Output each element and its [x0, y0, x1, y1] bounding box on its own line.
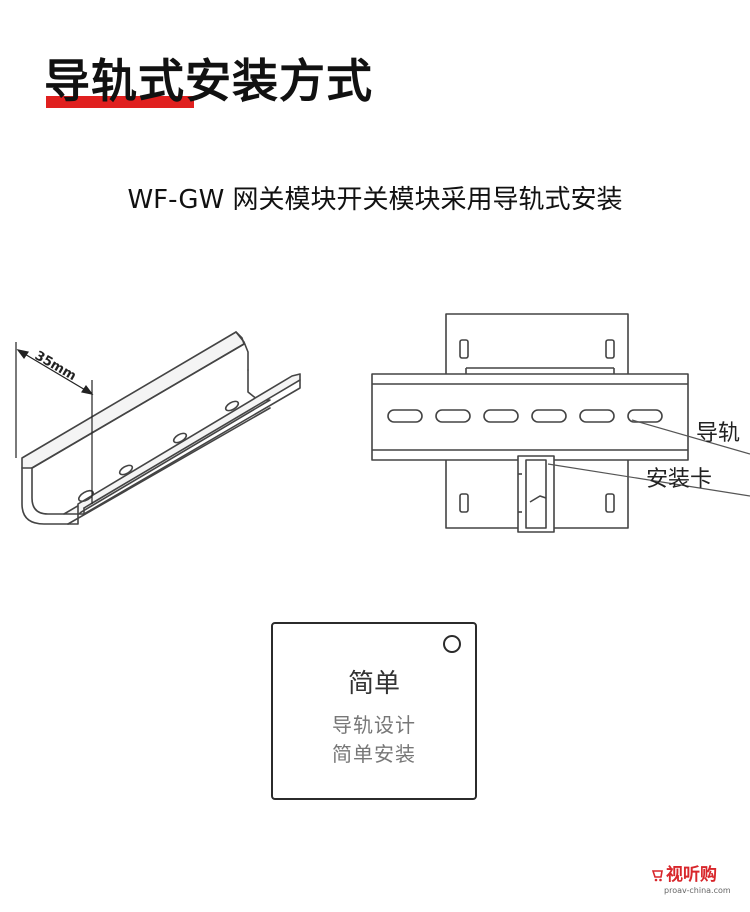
rail-slot [531, 409, 567, 423]
din-rail [371, 373, 689, 461]
rail-slot [627, 409, 663, 423]
module-mount-hole [459, 339, 469, 359]
rail-slot [224, 400, 240, 412]
rail-slot [172, 432, 188, 444]
watermark: 视听购 proav-china.com [652, 862, 734, 902]
cart-icon [652, 870, 663, 882]
rail-slot [483, 409, 519, 423]
module-mount-hole [459, 493, 469, 513]
card-line: 简单安装 [332, 742, 416, 766]
intro-text: WF-GW 网关模块开关模块采用导轨式安装 [127, 185, 623, 215]
rail-web [31, 467, 65, 515]
title-underline [46, 96, 194, 108]
rail-slot [118, 464, 134, 476]
dimension-label: 35mm [32, 348, 79, 384]
watermark-brand: 视听购 [666, 865, 717, 885]
dimension-line [17, 349, 93, 395]
rail-slot [387, 409, 423, 423]
rail-flange-left [21, 331, 245, 469]
rail-slot [435, 409, 471, 423]
leader-line-rail [631, 419, 750, 455]
callout-clip: 安装卡 [646, 467, 713, 492]
rail-slot [77, 489, 95, 503]
rail-flange-right [77, 373, 301, 515]
card-line: 导轨设计 [332, 713, 416, 737]
rail-slot [579, 409, 615, 423]
feature-card: 简单 导轨设计 简单安装 [271, 622, 477, 800]
watermark-url: proav-china.com [664, 886, 731, 895]
card-hole-icon [443, 635, 461, 653]
module-on-rail-drawing [371, 313, 750, 533]
callout-rail: 导轨 [696, 421, 741, 446]
mounting-clip [517, 455, 555, 533]
module-mount-hole [605, 339, 615, 359]
leader-line-clip [547, 463, 750, 497]
din-rail-drawing: 35mm [15, 331, 301, 525]
page-title: 导轨式安装方式 [44, 54, 373, 108]
module-mount-hole [605, 493, 615, 513]
card-heading: 简单 [347, 669, 400, 699]
